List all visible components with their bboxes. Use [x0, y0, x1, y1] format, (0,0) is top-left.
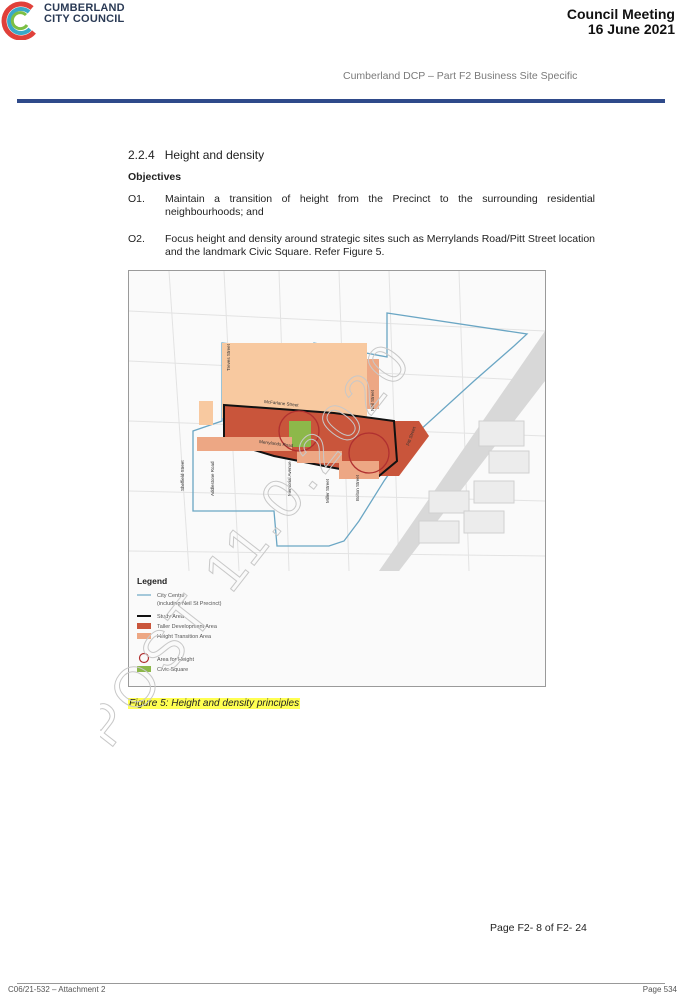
legend-swatch-circle	[138, 652, 150, 664]
logo-line-1: CUMBERLAND	[44, 2, 125, 14]
legend-label: Civic Square	[157, 667, 188, 673]
meeting-info: Council Meeting 16 June 2021	[567, 7, 675, 37]
height-density-map: McFarlane Street Merrylands Road Pitt St…	[128, 270, 546, 687]
street-label: Sheffield Street	[180, 460, 185, 491]
section-heading: 2.2.4 Height and density	[128, 148, 265, 162]
document-title: Cumberland DCP – Part F2 Business Site S…	[343, 70, 578, 82]
street-label: McFarlane Street	[264, 399, 300, 408]
transition-strip	[297, 451, 342, 463]
legend-label: Area for Height	[157, 657, 194, 663]
legend-label: Study Area	[157, 614, 185, 620]
objective-text: Focus height and density around strategi…	[165, 233, 595, 258]
footer-rule	[17, 983, 665, 984]
footer-attachment: C06/21-532 – Attachment 2	[8, 985, 106, 994]
logo-text: CUMBERLAND CITY COUNCIL	[44, 3, 125, 25]
taller-development-east	[379, 421, 429, 476]
beige-block	[222, 343, 367, 418]
street-label: Treves Street	[226, 343, 231, 371]
beige-block-small	[199, 401, 213, 425]
legend-swatch-fill	[137, 666, 151, 672]
logo-line-2: CITY COUNCIL	[44, 13, 125, 25]
street-label: Merrylands Road	[259, 439, 294, 448]
header-rule	[17, 99, 665, 103]
street-label: Memorial Avenue	[287, 461, 292, 496]
page-number: Page F2- 8 of F2- 24	[490, 922, 587, 934]
meeting-date: 16 June 2021	[587, 21, 675, 37]
map-svg: McFarlane Street Merrylands Road Pitt St…	[129, 271, 545, 673]
meeting-title: Council Meeting	[566, 6, 675, 22]
figure-caption: Figure 5: Height and density principles	[128, 698, 301, 709]
legend-title: Legend	[137, 576, 167, 586]
transition-block-east	[367, 359, 379, 409]
objective-number: O1.	[128, 193, 145, 205]
legend-swatch-fill	[137, 633, 151, 639]
logo-c-icon	[1, 1, 36, 40]
objectives-heading: Objectives	[128, 171, 182, 183]
railway-corridor	[379, 331, 545, 571]
legend-label: Taller Development Area	[157, 624, 218, 630]
street-label: Pitt Street	[405, 425, 417, 446]
street-label: Miller Street	[325, 478, 330, 503]
street-label: Addlestone Road	[210, 461, 215, 496]
street-label: Neil Street	[370, 389, 375, 411]
objective-text: Maintain a transition of height from the…	[165, 193, 595, 218]
east-blocks	[418, 420, 530, 544]
civic-square	[289, 421, 311, 447]
street-label: Bolton Street	[355, 474, 360, 501]
map-legend: Legend City Centre (including Neil St Pr…	[137, 576, 222, 673]
legend-label: Height Transition Area	[157, 634, 212, 640]
legend-sublabel: (including Neil St Precinct)	[157, 601, 222, 607]
legend-swatch-fill	[137, 623, 151, 629]
objective-number: O2.	[128, 233, 145, 245]
area-for-height-circle	[278, 410, 320, 452]
footer-page: Page 534	[642, 985, 677, 994]
area-for-height-circle	[348, 432, 390, 474]
legend-label: City Centre	[157, 593, 185, 599]
transition-strip	[197, 437, 292, 451]
council-logo	[0, 0, 140, 40]
